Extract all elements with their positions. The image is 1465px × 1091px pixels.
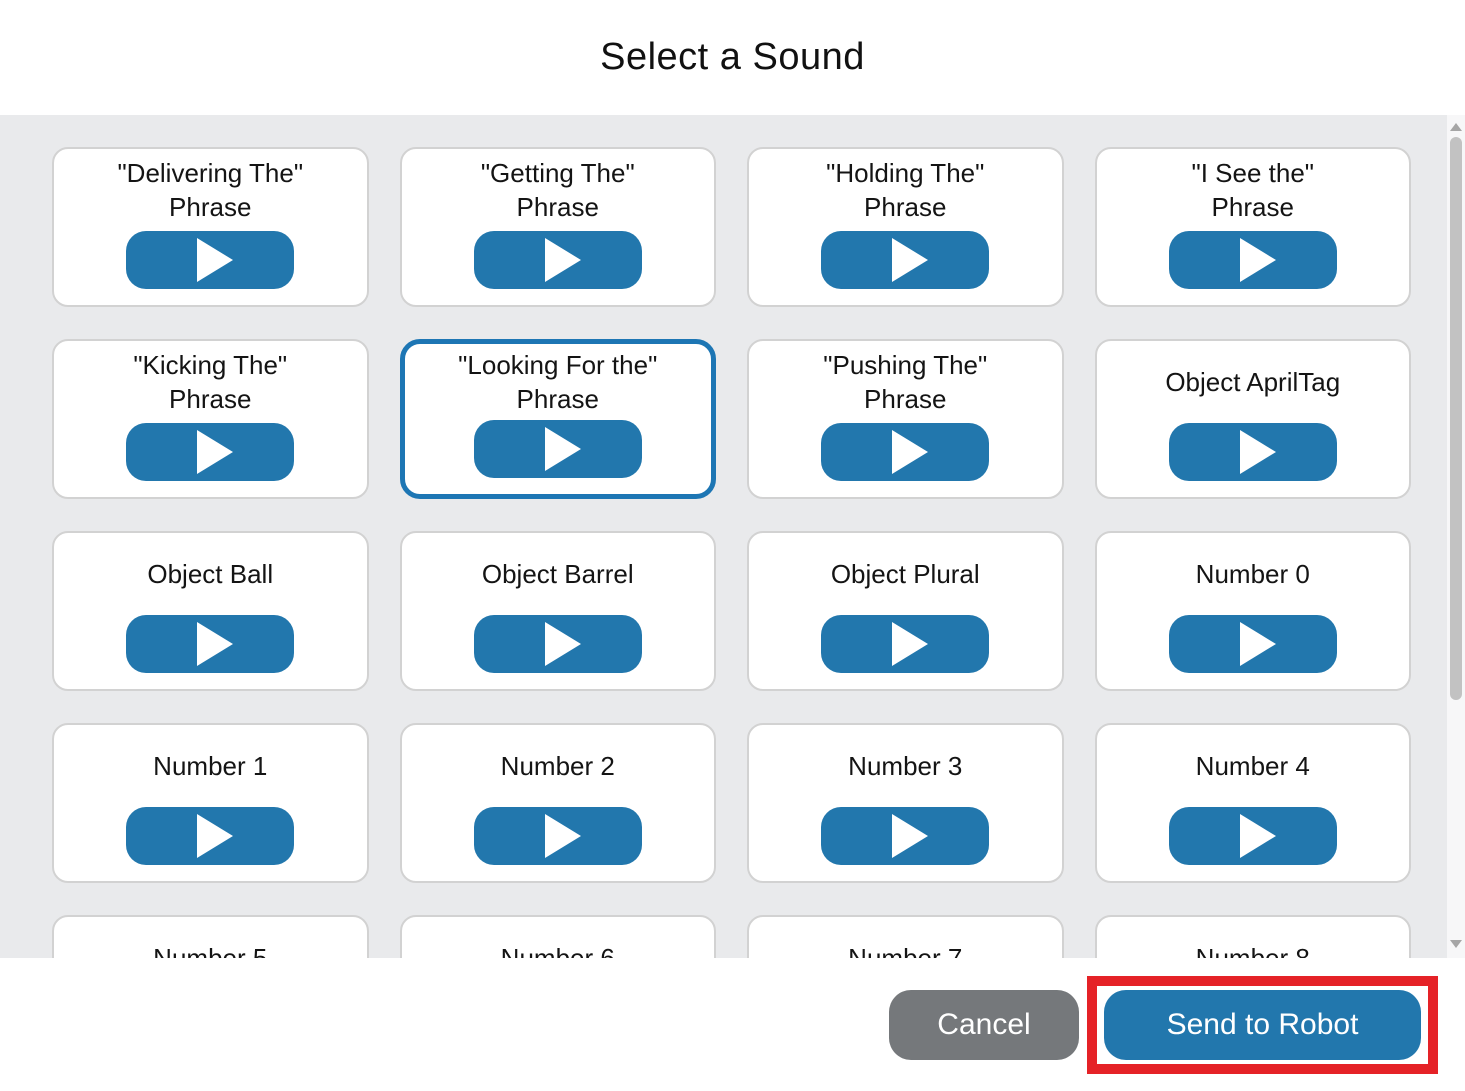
sound-card[interactable]: Number 8 xyxy=(1094,915,1411,958)
play-button[interactable] xyxy=(1168,807,1337,865)
sound-card[interactable]: "Looking For the"Phrase xyxy=(399,339,716,499)
sound-card[interactable]: Object Plural xyxy=(747,531,1064,691)
scrollbar-thumb[interactable] xyxy=(1450,137,1462,700)
play-button[interactable] xyxy=(1168,615,1337,673)
sound-card[interactable]: Number 6 xyxy=(399,915,716,958)
sound-card-title: "Delivering The"Phrase xyxy=(117,158,304,222)
sound-card-title: Number 1 xyxy=(153,751,268,781)
sound-card-title: Object Barrel xyxy=(481,559,634,589)
play-icon xyxy=(544,427,581,471)
play-icon xyxy=(197,430,234,474)
play-button[interactable] xyxy=(473,231,642,289)
play-icon xyxy=(197,622,234,666)
sound-card-title: Number 5 xyxy=(153,943,268,958)
sound-card-title: Number 0 xyxy=(1195,559,1310,589)
play-icon xyxy=(544,622,581,666)
sound-card[interactable]: Number 0 xyxy=(1094,531,1411,691)
sound-card-title: Object Ball xyxy=(147,559,274,589)
annotation-highlight: Send to Robot xyxy=(1087,975,1438,1074)
sound-card-title: Object AprilTag xyxy=(1165,367,1341,397)
play-icon xyxy=(892,430,929,474)
send-to-robot-button[interactable]: Send to Robot xyxy=(1104,989,1421,1060)
sound-card-title: Number 3 xyxy=(848,751,963,781)
scrollbar-up-arrow-icon[interactable] xyxy=(1450,123,1462,131)
play-icon xyxy=(1239,814,1276,858)
sound-card[interactable]: "Delivering The"Phrase xyxy=(52,147,369,307)
play-button[interactable] xyxy=(1168,423,1337,481)
dialog-body: "Delivering The"Phrase "Getting The"Phra… xyxy=(0,115,1465,958)
sound-card-title: Number 6 xyxy=(500,943,615,958)
sound-card-title: Number 7 xyxy=(848,943,963,958)
sound-card-title: Object Plural xyxy=(830,559,980,589)
sound-card-title: "I See the"Phrase xyxy=(1191,158,1315,222)
scrollbar-down-arrow-icon[interactable] xyxy=(1450,940,1462,948)
dialog-footer: Cancel Send to Robot xyxy=(0,958,1465,1091)
play-button[interactable] xyxy=(821,231,990,289)
play-icon xyxy=(544,814,581,858)
sound-card-title: "Getting The"Phrase xyxy=(480,158,635,222)
play-icon xyxy=(892,238,929,282)
sound-card[interactable]: Object AprilTag xyxy=(1094,339,1411,499)
sound-card[interactable]: "Kicking The"Phrase xyxy=(52,339,369,499)
cancel-button[interactable]: Cancel xyxy=(889,989,1079,1060)
scrollbar[interactable] xyxy=(1447,115,1465,958)
sound-card[interactable]: Number 7 xyxy=(747,915,1064,958)
sound-card-title: "Looking For the"Phrase xyxy=(458,350,658,414)
sound-card[interactable]: Number 4 xyxy=(1094,723,1411,883)
play-button[interactable] xyxy=(821,807,990,865)
play-icon xyxy=(197,814,234,858)
sound-card[interactable]: "I See the"Phrase xyxy=(1094,147,1411,307)
dialog-header: Select a Sound xyxy=(0,0,1465,115)
play-icon xyxy=(197,238,234,282)
sound-card[interactable]: Object Barrel xyxy=(399,531,716,691)
play-button[interactable] xyxy=(821,423,990,481)
play-icon xyxy=(892,622,929,666)
play-button[interactable] xyxy=(126,423,295,481)
sound-card-title: "Holding The"Phrase xyxy=(826,158,985,222)
sound-card-title: "Pushing The"Phrase xyxy=(823,350,988,414)
sound-card-title: "Kicking The"Phrase xyxy=(133,350,288,414)
play-icon xyxy=(1239,238,1276,282)
sound-grid: "Delivering The"Phrase "Getting The"Phra… xyxy=(0,115,1465,958)
sound-card[interactable]: Number 1 xyxy=(52,723,369,883)
sound-card[interactable]: Number 2 xyxy=(399,723,716,883)
sound-card[interactable]: "Holding The"Phrase xyxy=(747,147,1064,307)
sound-card[interactable]: "Getting The"Phrase xyxy=(399,147,716,307)
sound-card[interactable]: "Pushing The"Phrase xyxy=(747,339,1064,499)
sound-card[interactable]: Object Ball xyxy=(52,531,369,691)
sound-card-title: Number 4 xyxy=(1195,751,1310,781)
play-icon xyxy=(892,814,929,858)
play-button[interactable] xyxy=(473,807,642,865)
play-button[interactable] xyxy=(1168,231,1337,289)
play-button[interactable] xyxy=(473,420,642,478)
play-icon xyxy=(1239,430,1276,474)
play-button[interactable] xyxy=(473,615,642,673)
play-button[interactable] xyxy=(126,615,295,673)
play-button[interactable] xyxy=(126,231,295,289)
sound-card-title: Number 2 xyxy=(500,751,615,781)
play-icon xyxy=(1239,622,1276,666)
play-button[interactable] xyxy=(821,615,990,673)
sound-card[interactable]: Number 3 xyxy=(747,723,1064,883)
play-icon xyxy=(544,238,581,282)
play-button[interactable] xyxy=(126,807,295,865)
sound-card[interactable]: Number 5 xyxy=(52,915,369,958)
dialog-title: Select a Sound xyxy=(600,36,865,78)
sound-card-title: Number 8 xyxy=(1195,943,1310,958)
